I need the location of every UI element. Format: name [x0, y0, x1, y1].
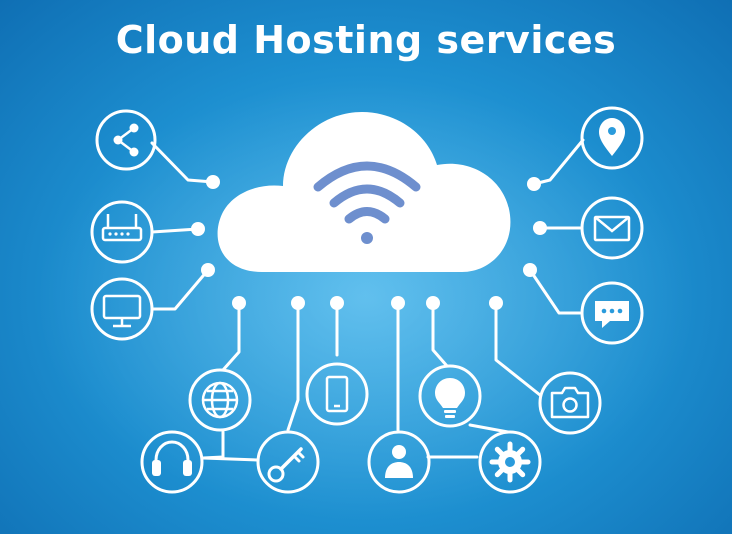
chat-bubble-icon: [595, 301, 629, 328]
location-pin-icon: [599, 118, 625, 156]
share-icon: [113, 123, 139, 157]
tablet-icon: [325, 375, 349, 413]
lightbulb-icon: [435, 378, 465, 418]
user-icon: [385, 445, 413, 478]
connection-dots: [191, 175, 547, 310]
connectors: [150, 138, 585, 462]
headphones-icon: [152, 440, 192, 476]
page-title: Cloud Hosting services: [115, 18, 617, 62]
gear-icon: [489, 441, 531, 483]
camera-icon: [550, 386, 590, 419]
mail-icon: [593, 215, 631, 242]
key-icon: [267, 447, 305, 483]
monitor-icon: [102, 294, 142, 328]
wifi-icon: [313, 161, 421, 244]
router-icon: [101, 214, 143, 242]
node-rings: [90, 106, 644, 494]
globe-icon: [201, 381, 239, 419]
